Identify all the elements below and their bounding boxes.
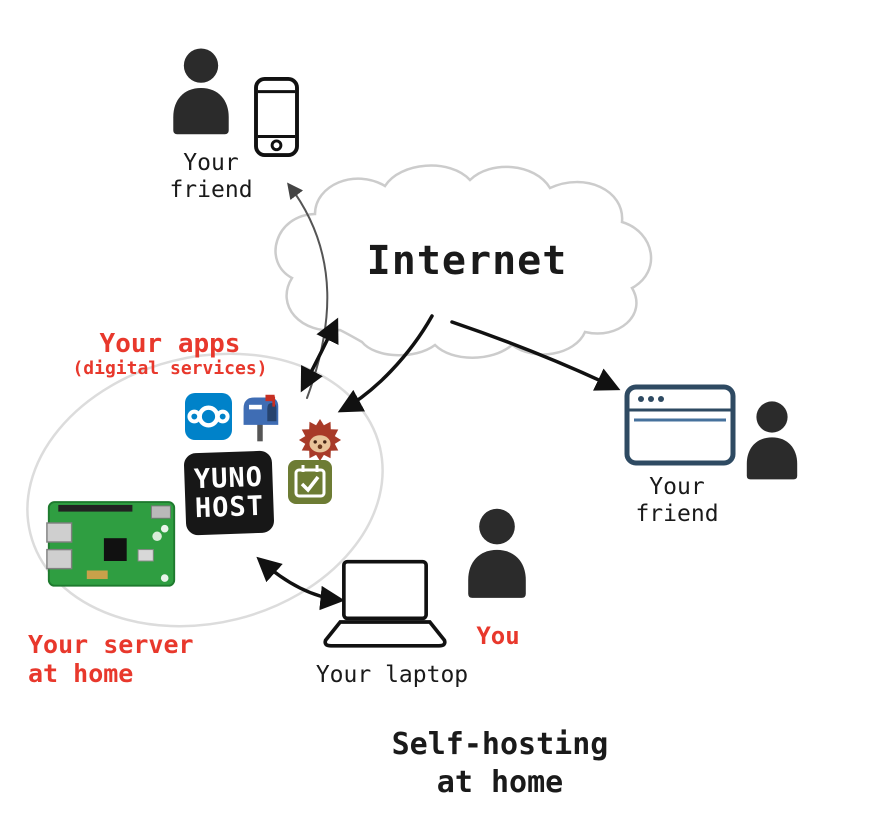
person-icon xyxy=(168,44,234,140)
server-label: Your server at home xyxy=(28,630,218,688)
yunohost-logo-line1: YUNO xyxy=(193,461,264,496)
friend-right-label: Your friend xyxy=(617,474,737,528)
friend-top-label: Your friend xyxy=(151,150,271,204)
friend-right-label-line2: friend xyxy=(635,501,719,527)
apps-label: Your apps (digital services) xyxy=(45,330,295,380)
calendar-icon xyxy=(288,460,332,504)
server-label-line2: at home xyxy=(28,659,134,688)
arrow-cloud-apps-2 xyxy=(337,314,434,413)
page-title-line1: Self-hosting xyxy=(391,727,609,762)
server-label-line1: Your server xyxy=(28,630,194,659)
yunohost-logo: YUNO HOST xyxy=(183,450,275,536)
yunohost-logo-line2: HOST xyxy=(194,490,265,525)
friend-right-label-line1: Your xyxy=(649,474,705,500)
mailbox-icon xyxy=(239,392,281,445)
apps-label-line2: (digital services) xyxy=(72,358,268,379)
you-label: You xyxy=(476,622,520,650)
page-title: Self-hosting at home xyxy=(360,726,640,802)
nextcloud-icon xyxy=(185,393,232,440)
laptop-icon xyxy=(312,558,458,654)
raspberry-pi-icon xyxy=(45,492,178,592)
friend-top-label-line2: friend xyxy=(169,177,253,203)
hedgehog-icon xyxy=(298,418,342,462)
laptop-label: Your laptop xyxy=(315,662,469,688)
arrow-cloud-apps xyxy=(300,317,339,393)
internet-label: Internet xyxy=(366,238,568,284)
friend-top-label-line1: Your xyxy=(183,150,239,176)
smartphone-icon xyxy=(253,76,300,158)
person-icon xyxy=(742,398,802,484)
apps-label-line1: Your apps xyxy=(99,329,241,359)
page-title-line2: at home xyxy=(436,765,564,800)
browser-window-icon xyxy=(624,384,736,466)
arrow-cloud-browser xyxy=(450,320,621,391)
person-icon xyxy=(462,506,532,602)
